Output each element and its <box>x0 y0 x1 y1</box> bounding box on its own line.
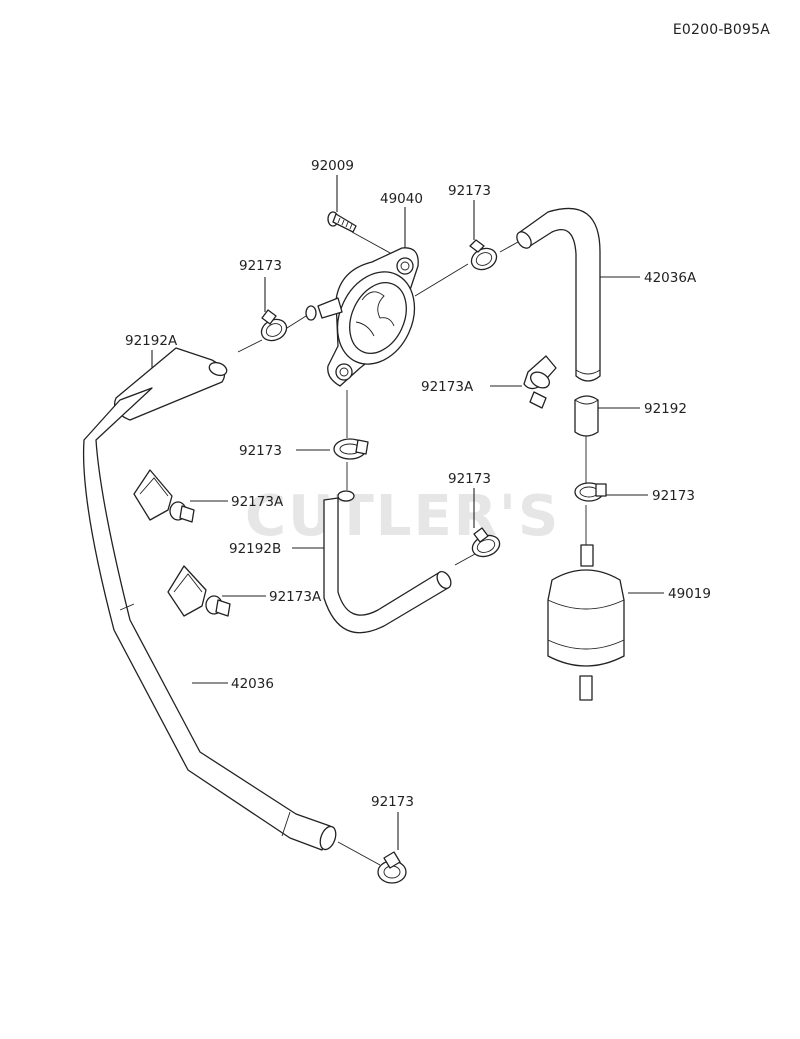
watermark: CUTLER'S <box>245 484 560 549</box>
hose-icon <box>82 387 337 851</box>
clamp-icon <box>377 851 407 884</box>
label-clamp-pump-bottom: 92173 <box>239 443 282 459</box>
label-clamp-pump-outlet: 92173 <box>448 183 491 199</box>
label-clamp-a-left-lower: 92173A <box>269 589 322 605</box>
hose-icon <box>574 395 599 437</box>
clip-icon <box>133 469 195 523</box>
leader-lines <box>151 175 664 866</box>
fuel-filter-icon <box>547 544 625 701</box>
screw-icon <box>327 211 357 233</box>
clip-icon <box>523 355 557 409</box>
label-clamp-filter-top: 92173 <box>652 488 695 504</box>
label-clamp-pump-inlet: 92173 <box>239 258 282 274</box>
label-fuel-pump: 49040 <box>380 191 423 207</box>
clamp-icon <box>333 438 369 460</box>
clamp-icon <box>574 482 607 502</box>
clamp-icon <box>469 239 498 271</box>
part-labels: 92009 49040 92173 42036A 92173 92192A 92… <box>125 158 711 810</box>
clamp-icon <box>471 527 501 558</box>
label-clamp-a-right: 92173A <box>421 379 474 395</box>
diagram-code: E0200-B095A <box>672 22 770 38</box>
hose-icon <box>113 347 228 421</box>
clip-icon <box>167 565 231 617</box>
label-clamp-mid: 92173 <box>448 471 491 487</box>
label-clamp-bottom: 92173 <box>371 794 414 810</box>
clamp-icon <box>260 309 288 342</box>
fuel-pump-icon <box>305 247 419 387</box>
label-screw: 92009 <box>311 158 354 174</box>
label-fuel-filter: 49019 <box>668 586 711 602</box>
label-hose-long: 42036 <box>231 676 274 692</box>
label-hose-upper-right: 42036A <box>644 270 697 286</box>
hose-icon <box>516 207 601 382</box>
label-hose-short-left: 92192A <box>125 333 178 349</box>
label-clamp-a-left-upper: 92173A <box>231 494 284 510</box>
label-hose-joint: 92192 <box>644 401 687 417</box>
label-hose-bent: 92192B <box>229 541 281 557</box>
hose-icon <box>323 490 452 634</box>
